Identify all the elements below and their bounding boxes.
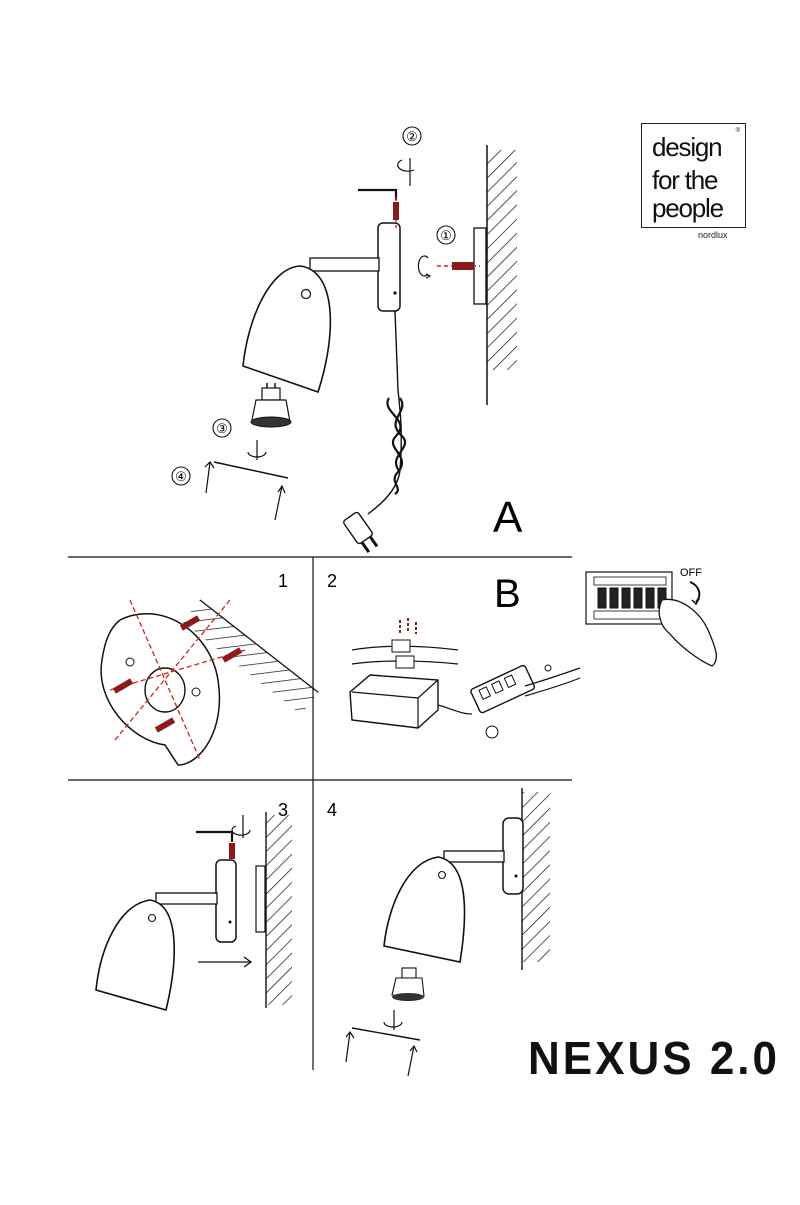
panel-grid <box>68 556 572 1070</box>
registered-mark: ® <box>735 128 740 134</box>
panel-2: 2 B <box>327 571 581 739</box>
lamp-shade <box>242 265 332 394</box>
wall-hatch <box>487 150 517 370</box>
step-4-label: ④ <box>175 469 187 484</box>
panel-1-number: 1 <box>278 571 288 591</box>
section-b-label: B <box>494 572 521 616</box>
mounting-block <box>377 222 401 312</box>
step-3-label: ③ <box>216 421 228 436</box>
logo-line-1: design <box>652 132 723 162</box>
panel-4-number: 4 <box>327 800 337 820</box>
company-name: nordlux <box>698 230 728 240</box>
logo-line-2: for the <box>652 165 719 195</box>
product-name: NEXUS 2.0 <box>528 1033 780 1085</box>
logo-line-3: people <box>652 193 724 223</box>
panel-2-number: 2 <box>327 571 337 591</box>
step-1-label: ① <box>440 228 452 243</box>
plug <box>343 511 379 554</box>
gu10-bulb <box>250 383 292 428</box>
brand-logo: ® design for the people <box>641 123 746 228</box>
panel-3: 3 <box>95 800 292 1011</box>
section-a-label: A <box>493 493 523 542</box>
step-2-label: ② <box>406 129 418 144</box>
section-a-illustration: ② ① ③ ④ A <box>171 126 523 554</box>
breaker-off-illustration: OFF <box>585 567 718 667</box>
lamp-arm <box>309 257 380 272</box>
panel-4: 4 <box>327 788 550 1077</box>
panel-3-number: 3 <box>278 800 288 820</box>
panel-1: 1 <box>100 571 319 766</box>
breaker-off-text: OFF <box>680 567 702 579</box>
